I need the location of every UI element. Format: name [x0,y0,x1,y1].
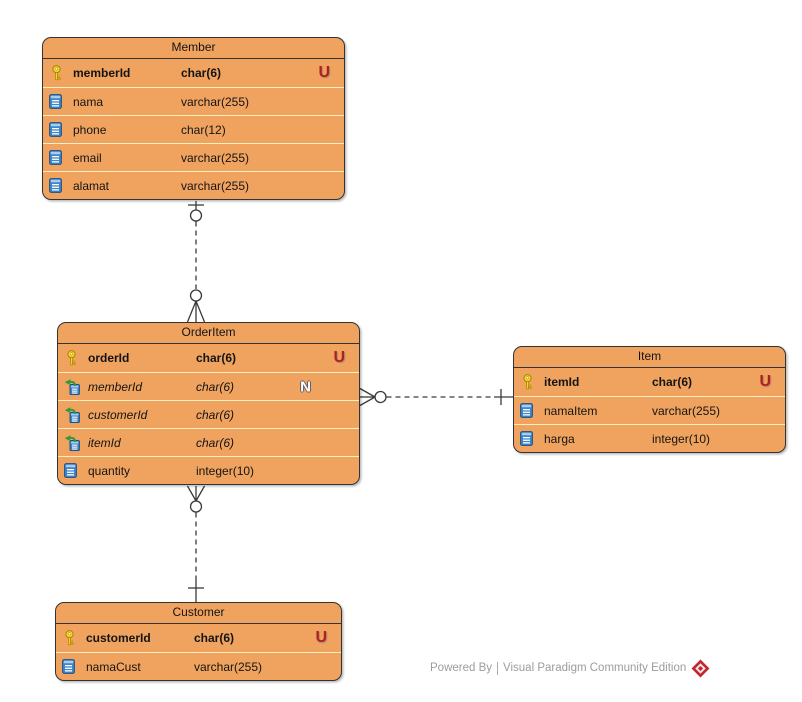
entity-item[interactable]: Item itemId char(6) U namaItem varchar(2… [513,346,786,453]
column-row: alamat varchar(255) [43,171,344,199]
column-type: varchar(255) [181,150,250,165]
column-type: char(6) [196,407,235,422]
column-name: nama [73,94,104,109]
column-name: memberId [88,379,143,394]
column-name: quantity [88,463,131,478]
column-type: integer(10) [652,431,711,446]
entity-customer-title: Customer [56,603,341,624]
column-icon [520,431,544,446]
column-icon [520,403,544,418]
entity-member-title: Member [43,38,344,59]
connector-member-orderitem [186,201,206,323]
column-icon [64,463,88,478]
column-name: customerId [86,631,151,645]
column-row: phone char(12) [43,115,344,143]
column-type: char(6) [194,631,235,645]
column-type: char(6) [196,351,237,365]
column-type: char(12) [181,122,226,137]
column-name: alamat [73,178,110,193]
column-type: char(6) [196,435,235,450]
primary-key-icon [62,630,86,646]
entity-orderitem-title: OrderItem [58,323,359,344]
column-row: namaCust varchar(255) [56,652,341,680]
column-type: varchar(255) [652,403,721,418]
primary-key-icon [49,65,73,81]
column-icon [49,122,73,137]
visual-paradigm-diamond-logo [691,659,710,678]
column-row: email varchar(255) [43,143,344,171]
column-row: harga integer(10) [514,424,785,452]
foreign-key-icon [64,406,88,423]
foreign-key-icon [64,434,88,451]
watermark: Powered By Visual Paradigm Community Edi… [430,657,710,679]
primary-key-icon [64,350,88,366]
column-type: varchar(255) [181,178,250,193]
column-icon [49,94,73,109]
column-row: quantity integer(10) [58,456,359,484]
column-type: varchar(255) [194,659,263,674]
column-type: integer(10) [196,463,255,478]
column-name: memberId [73,66,131,80]
connector-orderitem-item [359,387,513,407]
column-row: nama varchar(255) [43,87,344,115]
column-name: orderId [88,351,130,365]
watermark-brand: Visual Paradigm Community Edition [503,662,687,674]
entity-item-title: Item [514,347,785,368]
unique-badge: U [318,64,330,81]
entity-member[interactable]: Member memberId char(6) U nama varchar(2… [42,37,345,200]
column-icon [62,659,86,674]
column-name: namaCust [86,659,141,674]
column-row: itemId char(6) U [514,368,785,396]
column-name: itemId [88,435,121,450]
column-row: customerId char(6) U [56,624,341,652]
unique-badge: U [759,373,771,390]
column-type: char(6) [652,375,693,389]
unique-badge: U [315,629,327,646]
column-icon [49,178,73,193]
column-name: itemId [544,375,580,389]
column-row: itemId char(6) [58,428,359,456]
column-icon [49,150,73,165]
column-name: email [73,150,102,165]
column-name: customerId [88,407,148,422]
foreign-key-icon [64,378,88,395]
footer-divider [497,661,499,675]
column-type: char(6) [196,379,235,394]
column-name: namaItem [544,403,598,418]
column-row: memberId char(6) U [43,59,344,87]
watermark-powered-by: Powered By [430,662,493,674]
connector-orderitem-customer [186,485,206,602]
entity-customer[interactable]: Customer customerId char(6) U namaCust v… [55,602,342,681]
column-name: harga [544,431,575,446]
column-row: customerId char(6) [58,400,359,428]
column-type: varchar(255) [181,94,250,109]
nullable-badge: N [300,378,311,395]
entity-orderitem[interactable]: OrderItem orderId char(6) U memberId cha… [57,322,360,485]
column-row: namaItem varchar(255) [514,396,785,424]
column-row: orderId char(6) U [58,344,359,372]
column-name: phone [73,122,107,137]
column-type: char(6) [181,66,222,80]
column-row: memberId char(6) N [58,372,359,400]
unique-badge: U [333,349,345,366]
primary-key-icon [520,374,544,390]
